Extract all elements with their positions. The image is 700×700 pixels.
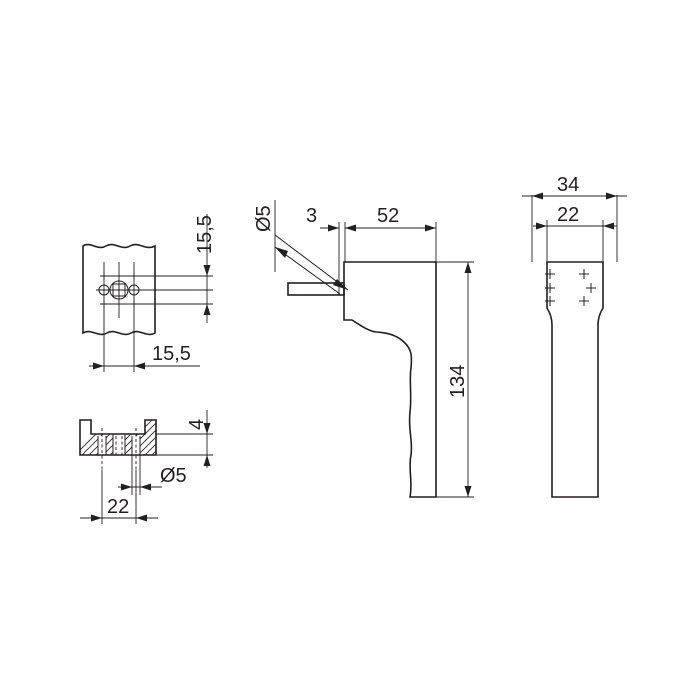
dim-rose-hole-spacing: 22 — [557, 204, 579, 226]
dim-base-hole-spacing: 22 — [107, 496, 129, 518]
base-outline — [79, 419, 157, 456]
dim-spindle-diameter: Ø5 — [253, 205, 275, 232]
spindle-hole — [109, 280, 129, 300]
mounting-plate-outline — [82, 243, 156, 336]
dim-handle-projection: 52 — [377, 205, 399, 227]
section-hatch — [80, 420, 156, 455]
handle-side-view: Ø5 3 52 134 — [253, 200, 474, 498]
base-section-view: 4 Ø5 22 — [79, 410, 213, 524]
dim-mount-bottom-offset: 15,5 — [152, 343, 191, 365]
handle-body — [343, 261, 437, 498]
dim-spindle-offset: 3 — [306, 205, 317, 227]
handle-front-outline — [546, 261, 604, 498]
handle-front-view: 34 22 — [522, 174, 627, 498]
dim-base-hole-diameter: Ø5 — [160, 465, 187, 487]
rose-screw-marks — [545, 269, 596, 306]
dim-base-depth: 4 — [186, 419, 208, 430]
dim-handle-length: 134 — [447, 365, 469, 398]
dim-rose-width: 34 — [557, 174, 579, 196]
dim-mount-top-offset: 15,5 — [194, 215, 216, 254]
screw-hole-marks — [96, 272, 142, 308]
mounting-plate-view: 15,5 15,5 — [82, 214, 216, 372]
